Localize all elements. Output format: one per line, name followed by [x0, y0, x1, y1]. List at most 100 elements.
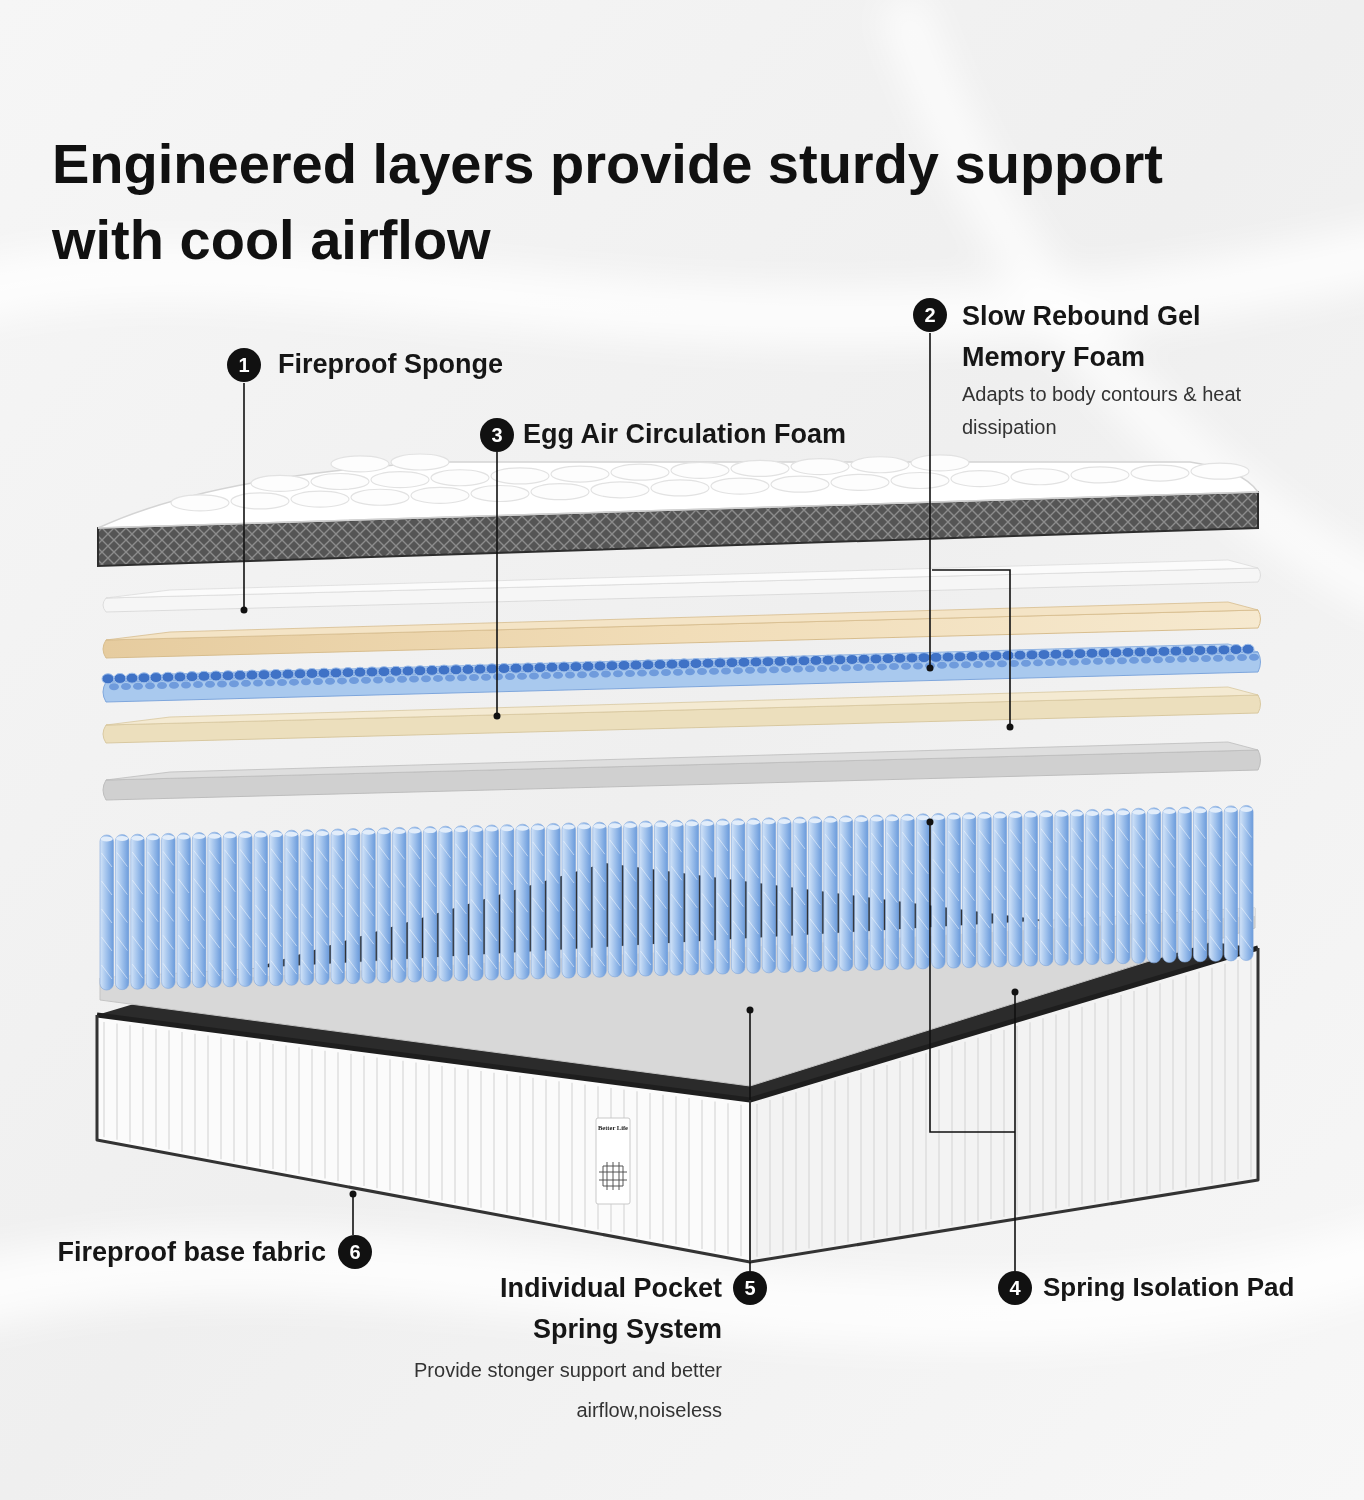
spring-top: [624, 823, 636, 828]
brand-label: Better Life: [594, 1124, 632, 1131]
egg-bump: [1242, 644, 1254, 654]
spring-coil: [779, 835, 790, 961]
egg-bump: [942, 652, 954, 662]
quilt-puff: [651, 480, 709, 496]
egg-bump: [450, 665, 462, 675]
egg-bump: [294, 669, 306, 679]
egg-bump: [234, 670, 246, 680]
pocket-spring: [778, 817, 792, 972]
spring-pocket: [808, 817, 822, 972]
egg-bump: [150, 673, 162, 683]
egg-bump: [217, 680, 227, 687]
spring-top: [686, 821, 698, 826]
egg-bump: [601, 671, 611, 678]
fabric-stripe: [415, 1063, 416, 1196]
pocket-spring: [639, 821, 653, 976]
pocket-spring: [146, 834, 160, 989]
fabric-stripe: [1159, 983, 1160, 1191]
fabric-stripe: [454, 1068, 455, 1203]
spring-pocket: [331, 829, 345, 984]
spring-pocket: [839, 816, 853, 971]
spring-top: [224, 833, 236, 838]
pocket-spring: [1024, 811, 1038, 966]
egg-bump: [865, 664, 875, 671]
egg-bump: [949, 662, 959, 669]
pocket-spring: [1070, 810, 1084, 965]
spring-top: [994, 813, 1006, 818]
callout-number: 1: [227, 348, 261, 382]
egg-bump: [373, 676, 383, 683]
fabric-stripe: [350, 1054, 351, 1183]
callout-number: 5: [733, 1271, 767, 1305]
spring-coil: [687, 838, 698, 964]
fabric-stripe: [428, 1064, 429, 1198]
pocket-spring: [531, 824, 545, 979]
egg-bump: [1249, 654, 1259, 661]
quilt-puff: [311, 473, 369, 489]
spring-pocket: [608, 822, 622, 977]
brand-icon: [599, 1162, 627, 1190]
leader-line: [496, 452, 498, 716]
quilt-puff: [531, 484, 589, 500]
spring-top: [809, 818, 821, 823]
quilt-puff: [251, 475, 309, 491]
fabric-stripe: [727, 1103, 728, 1254]
spring-top: [902, 816, 914, 821]
egg-bump: [834, 655, 846, 665]
egg-bump: [445, 675, 455, 682]
spring-pocket: [439, 826, 453, 981]
egg-bump: [781, 666, 791, 673]
spring-coil: [1026, 829, 1037, 955]
egg-bump: [181, 681, 191, 688]
spring-pocket: [547, 823, 561, 978]
spring-coil: [964, 831, 975, 957]
spring-coil: [102, 853, 113, 979]
egg-bump: [498, 664, 510, 674]
pocket-spring: [439, 826, 453, 981]
pocket-spring: [346, 829, 360, 984]
spring-top: [239, 833, 251, 838]
spring-top: [470, 827, 482, 832]
egg-bump: [1057, 659, 1067, 666]
pocket-spring: [254, 831, 268, 986]
pocket-spring: [839, 816, 853, 971]
egg-bump: [409, 676, 419, 683]
egg-bump: [606, 661, 618, 671]
pocket-spring: [1039, 811, 1053, 966]
egg-bump: [421, 675, 431, 682]
fabric-stripe: [1003, 1030, 1004, 1217]
egg-bump: [1170, 646, 1182, 656]
spring-coil: [949, 831, 960, 957]
spring-coil: [471, 843, 482, 969]
egg-bump: [582, 661, 594, 671]
fabric-stripe: [1211, 968, 1212, 1184]
spring-top: [732, 820, 744, 825]
leader-line: [243, 383, 245, 610]
pocket-spring: [562, 823, 576, 978]
fabric-stripe: [259, 1042, 260, 1166]
spring-coil: [1180, 825, 1191, 951]
egg-bump: [1026, 650, 1038, 660]
spring-coil: [1133, 826, 1144, 952]
spring-coil: [918, 832, 929, 958]
spring-top: [640, 823, 652, 828]
pocket-spring: [947, 813, 961, 968]
egg-bump: [457, 674, 467, 681]
pocket-spring: [331, 829, 345, 984]
leader-dot: [927, 819, 934, 826]
spring-top: [886, 816, 898, 821]
pocket-spring: [423, 827, 437, 982]
pocket-spring: [978, 812, 992, 967]
spring-coil: [841, 834, 852, 960]
spring-top: [1009, 813, 1021, 818]
pocket-spring: [670, 820, 684, 975]
egg-bump: [882, 654, 894, 664]
egg-bump: [1146, 647, 1158, 657]
egg-bump: [906, 653, 918, 663]
pocket-spring: [593, 822, 607, 977]
spring-pocket: [146, 834, 160, 989]
pocket-spring: [624, 821, 638, 976]
spring-pocket: [1240, 805, 1254, 960]
leader-dot: [241, 607, 248, 614]
egg-bump: [1213, 655, 1223, 662]
